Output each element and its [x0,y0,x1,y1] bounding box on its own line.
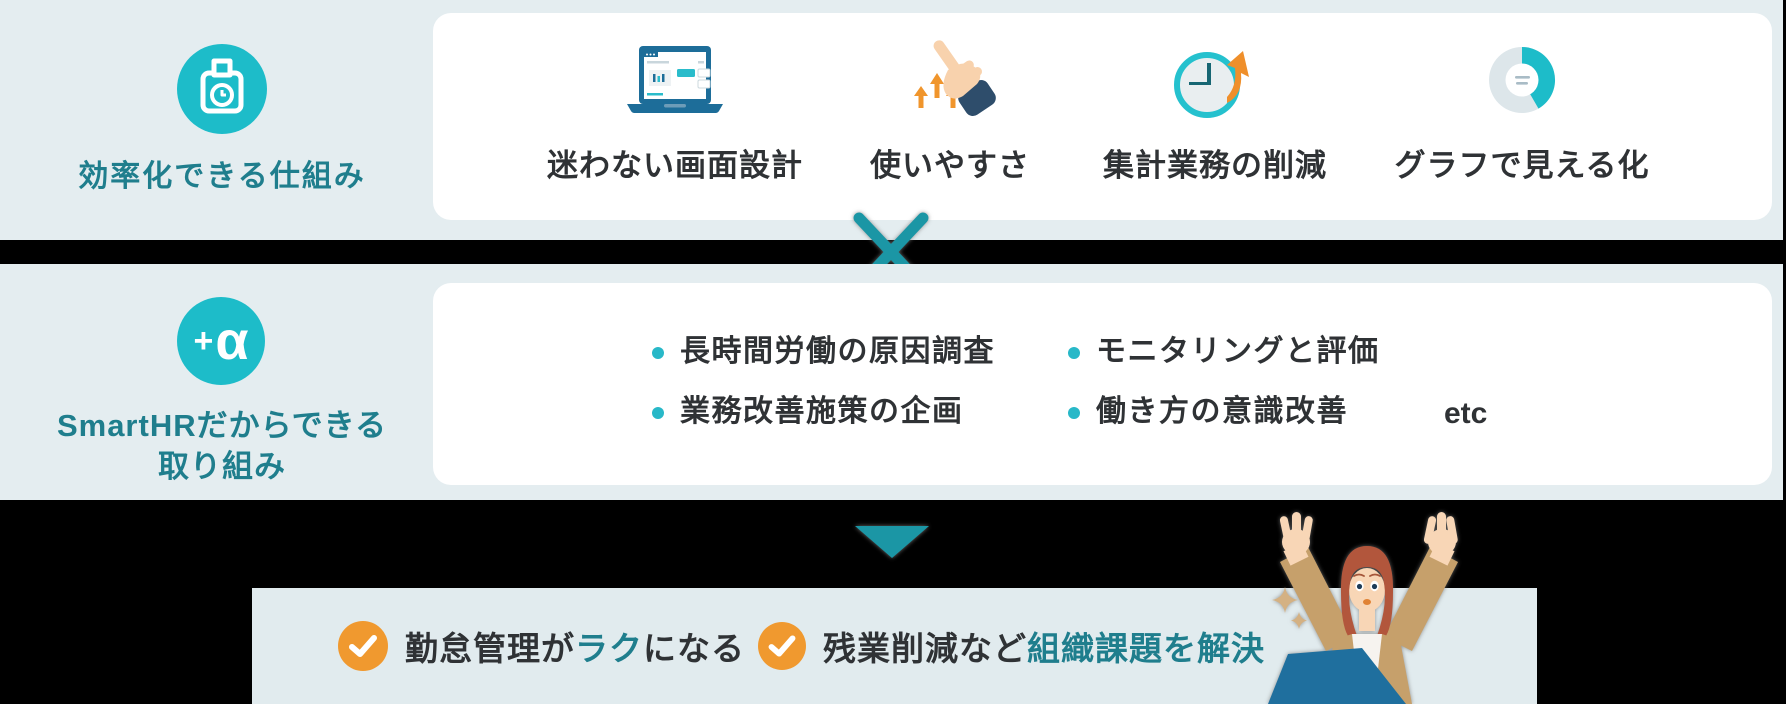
check-icon [338,621,388,676]
feature-label: 迷わない画面設計 [547,148,803,183]
woman-celebrating-illustration [1240,440,1540,704]
pointing-hand-icon [900,40,1000,120]
laptop-dashboard-icon [619,40,731,120]
plus-alpha-plus: + [193,322,214,360]
result-text-2: 残業削減など組織課題を解決 [823,629,1265,667]
list-item: 働き方の意識改善 [1064,394,1380,430]
initiatives-list-left: 長時間労働の原因調査 業務改善施策の企画 [648,334,995,454]
feature-label: 集計業務の削減 [1103,148,1327,183]
feature-usability: 使いやすさ [780,40,1120,185]
plus-alpha-badge: +α [177,297,265,385]
time-clock-icon [177,42,267,137]
feature-screen-design: 迷わない画面設計 [505,40,845,185]
sparkle-icon [1272,587,1307,629]
etc-label: etc [1444,397,1488,430]
result-text-1: 勤怠管理がラクになる [405,629,745,667]
band2-heading-line1: SmartHRだからできる [56,408,388,443]
result-item-1: 勤怠管理がラクになる [338,621,745,676]
band1-heading: 効率化できる仕組み [78,160,366,193]
feature-label: 使いやすさ [870,148,1030,183]
time-clock-badge [177,44,267,134]
initiatives-card [433,283,1772,485]
plus-alpha-alpha: α [215,311,249,371]
initiatives-list-right: モニタリングと評価 働き方の意識改善 [1064,334,1380,454]
feature-label: グラフで見える化 [1394,148,1650,183]
list-item: モニタリングと評価 [1064,334,1380,370]
donut-chart-icon [1485,40,1559,120]
feature-aggregation: 集計業務の削減 [1045,40,1385,185]
down-arrow-icon [855,526,929,563]
band2-heading-line2: 取り組み [158,449,286,484]
list-item: 長時間労働の原因調査 [648,334,995,370]
result-item-2: 残業削減など組織課題を解決 [758,622,1265,675]
feature-graphs: グラフで見える化 [1352,40,1692,185]
list-item: 業務改善施策の企画 [648,394,995,430]
clock-arrow-icon [1169,40,1261,120]
check-icon [758,622,806,675]
